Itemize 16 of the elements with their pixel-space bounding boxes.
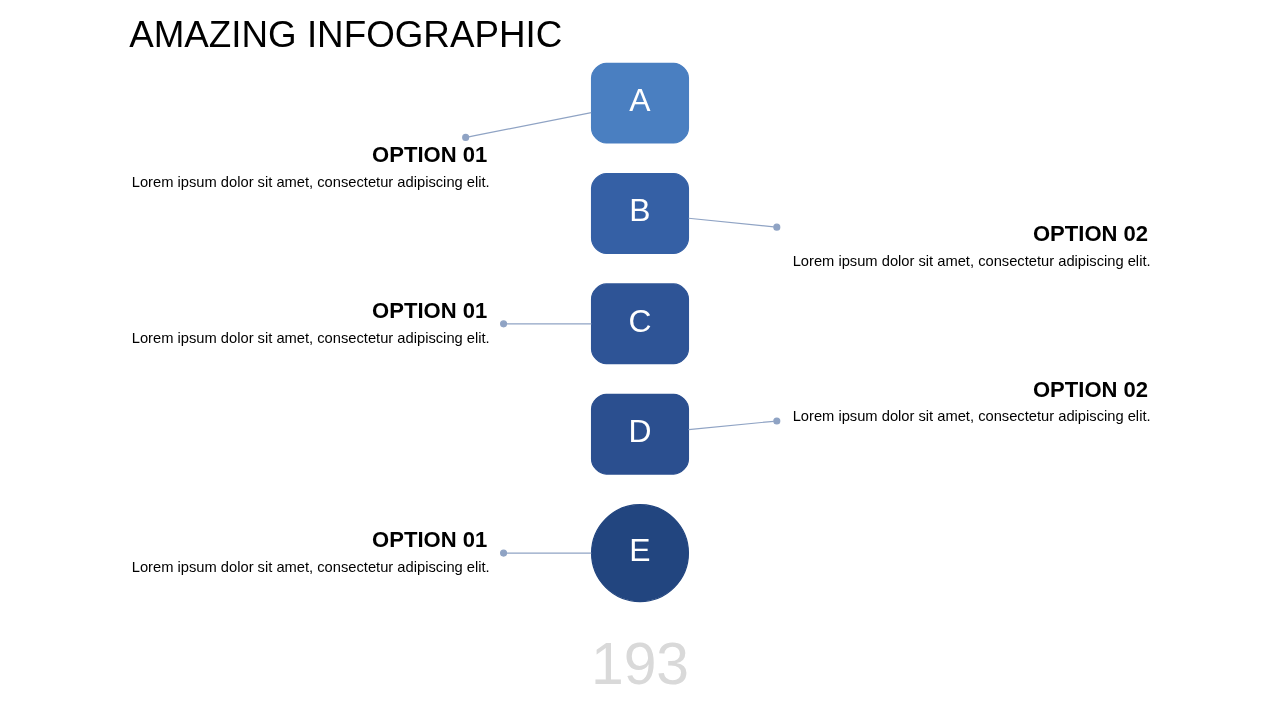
node-text: OPTION 02 Lorem ipsum dolor sit amet, consectetur adipiscing elit. [792,376,1151,425]
node-box: D [590,393,690,475]
node-box: A [590,62,690,144]
node-text: OPTION 01 Lorem ipsum dolor sit amet, consectetur adipiscing elit. [131,298,490,346]
node-text: OPTION 02 Lorem ipsum dolor sit amet, consectetur adipiscing elit. [792,220,1151,269]
node-box: C [590,283,690,365]
node-box: B [590,173,690,254]
connector [687,217,781,231]
connector [687,417,781,431]
connector [500,549,592,557]
connector [462,111,592,141]
node-text: OPTION 01 Lorem ipsum dolor sit amet, consectetur adipiscing elit. [131,527,490,576]
diagram-title: AMAZING INFOGRAPHIC [129,14,563,56]
node-circle: E [590,504,690,603]
connector [500,320,592,328]
node-text: OPTION 01 Lorem ipsum dolor sit amet, consectetur adipiscing elit. [131,142,490,191]
